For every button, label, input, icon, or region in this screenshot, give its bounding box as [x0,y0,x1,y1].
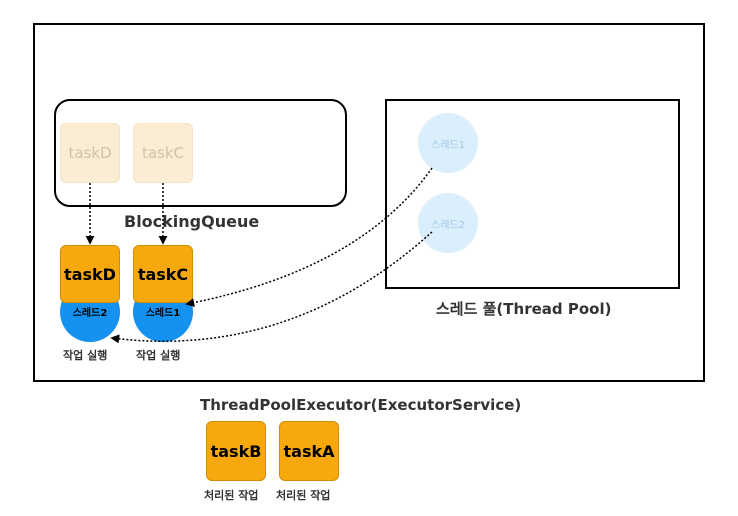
executor-frame [33,23,705,382]
running-status-c: 작업 실행 [136,349,181,362]
running-status-d: 작업 실행 [63,349,108,362]
arrow-thread1-to-task-c [185,167,433,308]
processed-status-b: 처리된 작업 [204,489,259,502]
executor-title: ThreadPoolExecutor(ExecutorService) [200,396,522,414]
processed-task-b: taskB [206,421,266,481]
processed-status-a: 처리된 작업 [276,489,331,502]
queued-task-c: taskC [133,123,193,183]
blocking-queue-box [54,99,347,207]
thread-pool-label: 스레드 풀(Thread Pool) [436,300,612,318]
running-thread-2-label: 스레드2 [72,307,108,319]
running-thread-1-label: 스레드1 [145,307,181,319]
thread-pool-box [385,99,680,289]
processed-task-a: taskA [279,421,339,481]
queued-task-d: taskD [60,123,120,183]
arrow-thread2-to-task-d [110,231,433,344]
running-task-c: taskC [133,245,193,303]
pool-thread-1: 스레드1 [418,113,478,173]
running-task-d: taskD [60,245,120,303]
blocking-queue-label: BlockingQueue [124,212,260,231]
pool-thread-2: 스레드2 [418,193,478,253]
